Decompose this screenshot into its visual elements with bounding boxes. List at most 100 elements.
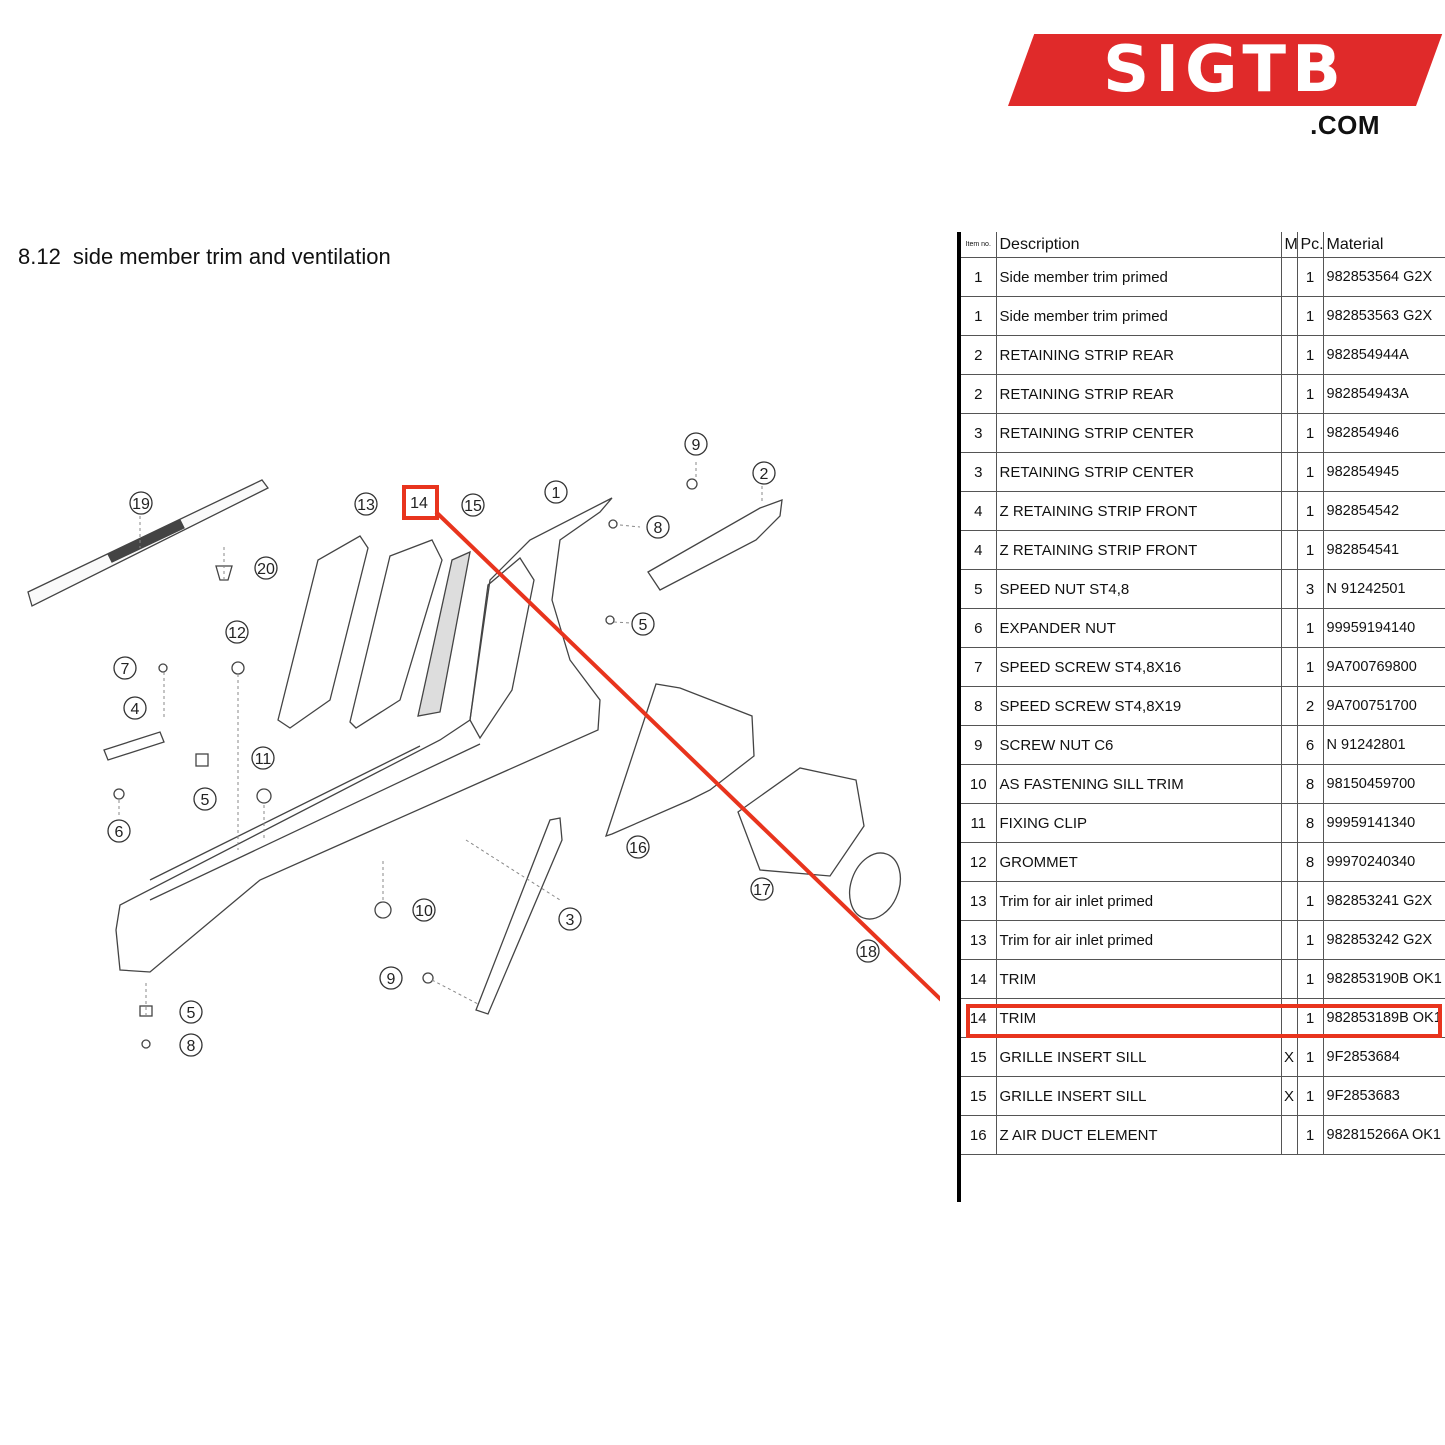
callout-label: 16 [629,840,647,857]
callout-8[interactable]: 8 [646,515,670,539]
cell-material: 9A700769800 [1323,647,1445,687]
callout-6[interactable]: 6 [107,819,131,843]
cell-m: X [1281,1076,1298,1116]
callout-7[interactable]: 7 [113,656,137,680]
callout-15[interactable]: 15 [461,493,485,517]
cell-m [1281,413,1298,453]
callout-17[interactable]: 17 [750,877,774,901]
cell-description: RETAINING STRIP CENTER [996,452,1282,492]
callout-8[interactable]: 8 [179,1033,203,1057]
cell-description: SPEED SCREW ST4,8X16 [996,647,1282,687]
cell-m [1281,257,1298,297]
callout-label: 4 [131,701,140,718]
brand-logo[interactable]: SIGTB .COM [1008,33,1443,144]
cell-item: 5 [961,569,997,609]
cell-material: 982854946 [1323,413,1445,453]
callout-3[interactable]: 3 [558,907,582,931]
cell-material: 982854541 [1323,530,1445,570]
callout-label: 9 [692,437,701,454]
cell-description: TRIM [996,959,1282,999]
cell-pc: 8 [1297,764,1324,804]
cell-description: RETAINING STRIP CENTER [996,413,1282,453]
cell-pc: 1 [1297,920,1324,960]
cell-item: 4 [961,491,997,531]
cell-pc: 8 [1297,842,1324,882]
cell-description: RETAINING STRIP REAR [996,335,1282,375]
callout-14[interactable]: 14 [410,495,428,512]
cell-m [1281,647,1298,687]
cell-description: Trim for air inlet primed [996,881,1282,921]
cell-item: 3 [961,413,997,453]
clip-20 [215,565,233,581]
cell-material: 982815266A OK1 [1323,1115,1445,1155]
callout-20[interactable]: 20 [254,556,278,580]
callout-18[interactable]: 18 [856,939,880,963]
cell-description: Side member trim primed [996,296,1282,336]
cell-description: GRILLE INSERT SILL [996,1037,1282,1077]
callout-label: 2 [760,466,769,483]
cell-material: 982854943A [1323,374,1445,414]
cell-material: 982853242 G2X [1323,920,1445,960]
cell-item: 13 [961,920,997,960]
col-description-header: Description [996,232,1282,258]
callout-16[interactable]: 16 [626,835,650,859]
callout-label: 6 [115,824,124,841]
cell-item: 2 [961,335,997,375]
callout-2[interactable]: 2 [752,461,776,485]
callout-13[interactable]: 13 [354,492,378,516]
callout-10[interactable]: 10 [412,898,436,922]
cell-pc: 1 [1297,1115,1324,1155]
callout-5[interactable]: 5 [193,787,217,811]
cell-item: 12 [961,842,997,882]
callout-1[interactable]: 1 [544,480,568,504]
highlight-leader-line [434,510,940,1002]
cell-pc: 1 [1297,296,1324,336]
selected-row-highlight [966,1004,1442,1038]
cell-m [1281,452,1298,492]
cell-m [1281,335,1298,375]
callout-12[interactable]: 12 [225,620,249,644]
cell-item: 14 [961,959,997,999]
callout-label: 8 [654,520,663,537]
cell-description: AS FASTENING SILL TRIM [996,764,1282,804]
cell-m [1281,725,1298,765]
callout-4[interactable]: 4 [123,696,147,720]
cell-description: Z RETAINING STRIP FRONT [996,491,1282,531]
cell-item: 15 [961,1076,997,1116]
callout-9[interactable]: 9 [684,432,708,456]
cell-pc: 1 [1297,959,1324,999]
cell-description: SCREW NUT C6 [996,725,1282,765]
callout-11[interactable]: 11 [251,746,275,770]
callout-19[interactable]: 19 [129,491,153,515]
callout-5[interactable]: 5 [179,1000,203,1024]
cell-m: X [1281,1037,1298,1077]
cell-item: 13 [961,881,997,921]
cell-m [1281,608,1298,648]
callout-9[interactable]: 9 [379,966,403,990]
air-duct-element [604,683,755,838]
part-outlines [27,478,902,1049]
callout-5[interactable]: 5 [631,612,655,636]
